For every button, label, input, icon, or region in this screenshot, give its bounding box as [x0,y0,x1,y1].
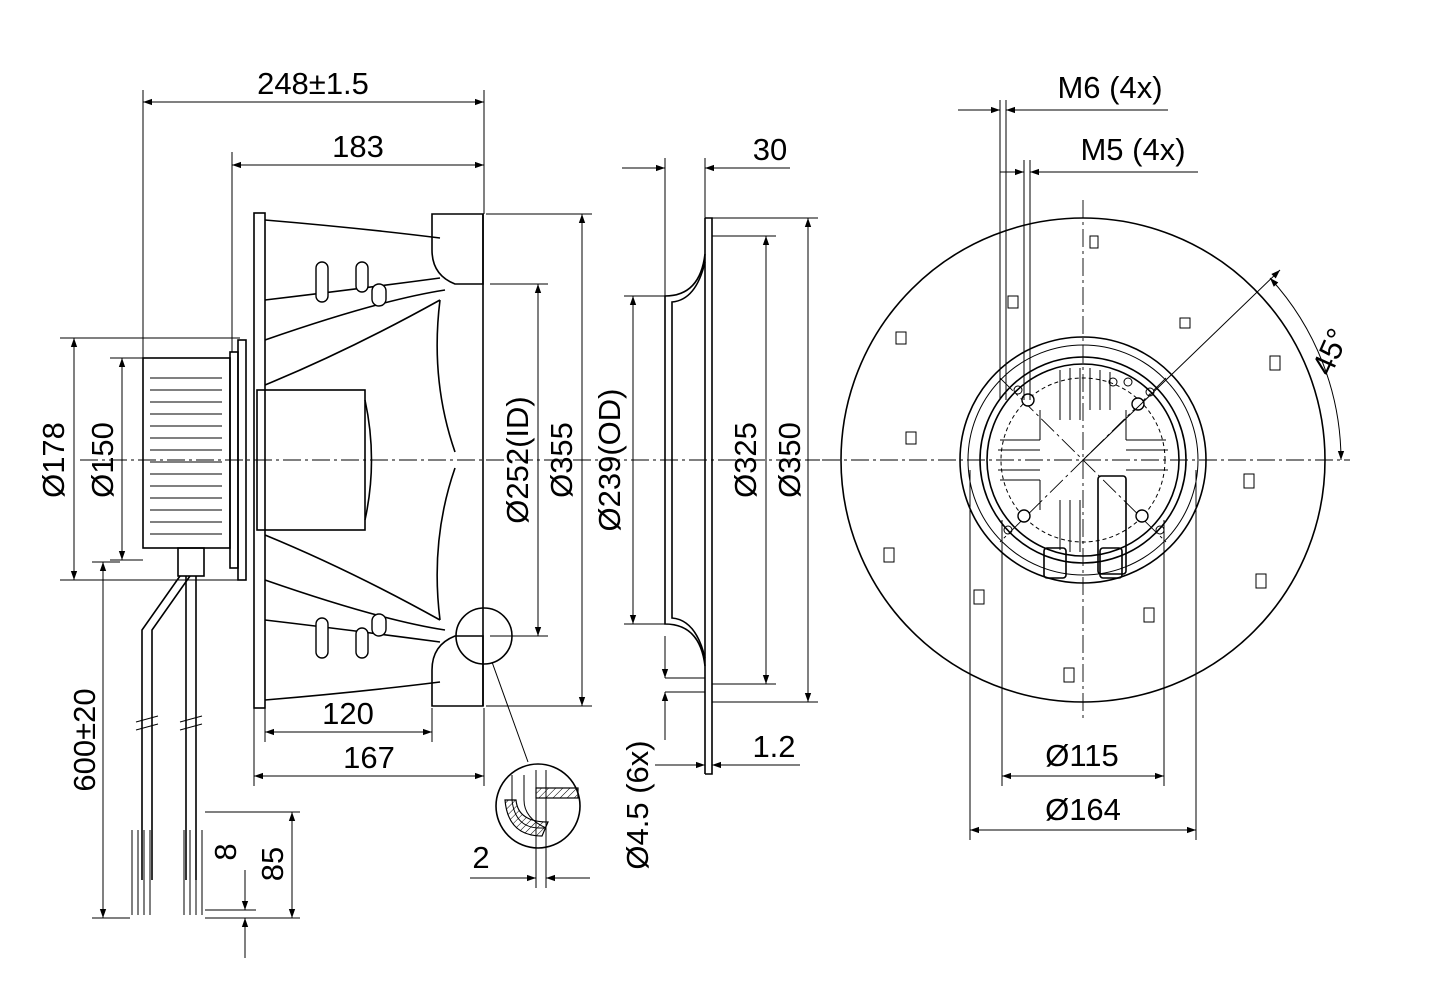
dim-ring-outer-diameter: Ø350 [772,422,807,498]
side-view-dimensions: 248±1.5 183 Ø178 Ø150 Ø252(ID) Ø355 120 [36,66,592,958]
dim-cable-length: 600±20 [67,688,102,791]
dim-bolt-circle-164: Ø164 [1045,792,1121,827]
mounting-clips [883,235,1281,683]
dim-bolt-circle-115: Ø115 [1045,738,1119,773]
cooling-fins [150,377,222,535]
dim-shroud-width: 120 [322,696,374,731]
dim-strip-length: 8 [208,843,243,860]
detail-view: 2 [470,763,590,888]
dim-impeller-depth: 167 [343,740,395,775]
side-view [80,212,820,915]
dim-impeller-inner-diameter: Ø252(ID) [500,396,535,523]
dim-wire-length: 85 [255,847,290,881]
dim-inlet-ring-depth: 30 [753,132,787,167]
front-view-dimensions: M6 (4x) M5 (4x) 45° Ø115 Ø164 [958,70,1356,840]
dim-motor-diameter: Ø178 [36,422,71,498]
dim-rotor-length: 183 [332,129,384,164]
dim-mount-holes: Ø4.5 (6x) [620,740,655,869]
dim-inlet-diameter: Ø239(OD) [592,389,627,532]
inlet-ring-view [664,217,713,775]
dim-ring-inner-diameter: Ø325 [728,422,763,498]
dim-thread-m5: M5 (4x) [1080,132,1185,167]
inlet-ring-dimensions: 30 Ø239(OD) Ø325 Ø350 Ø4.5 (6x) 1.2 [592,132,818,870]
dim-thread-m6: M6 (4x) [1057,70,1162,105]
dim-flange-thickness: 1.2 [752,729,795,764]
dim-angle: 45° [1305,323,1356,380]
dim-impeller-outer-diameter: Ø355 [544,422,579,498]
dim-sheet-thickness: 2 [472,840,489,875]
rotor-fins [998,368,1168,552]
dim-overall-length: 248±1.5 [257,66,369,101]
dim-motor-inner-diameter: Ø150 [85,422,120,498]
front-view [822,200,1350,722]
